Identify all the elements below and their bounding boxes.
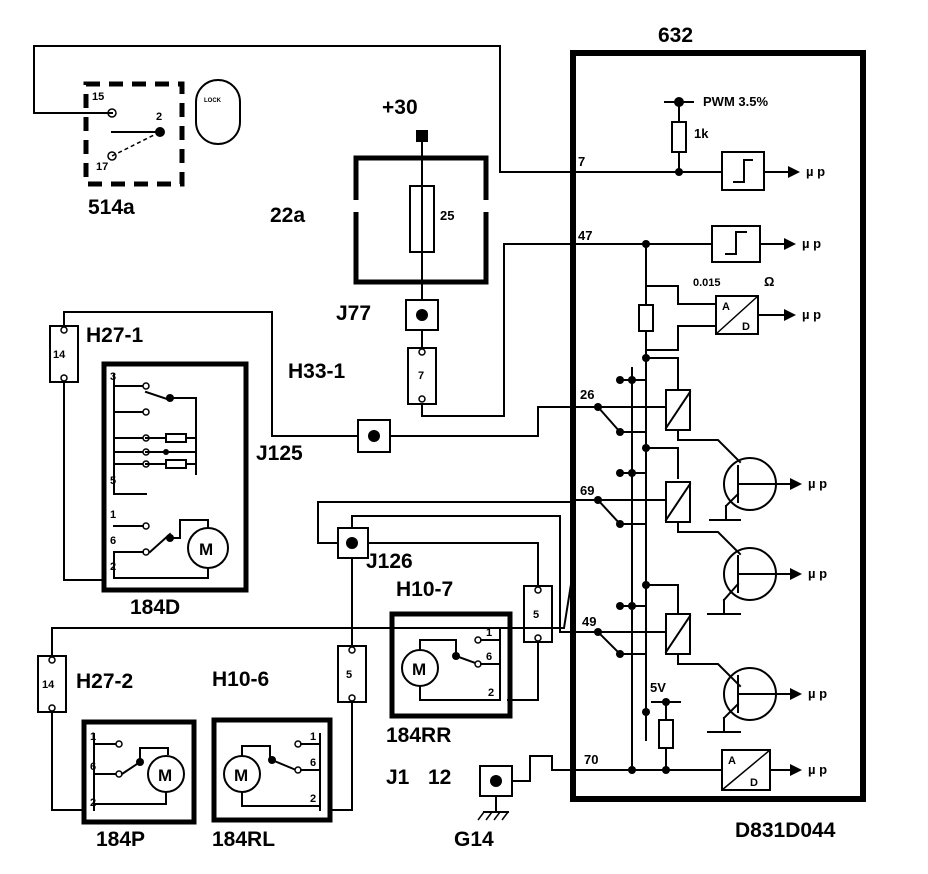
lock-icon (195, 79, 241, 145)
shunt-resistor (638, 304, 654, 332)
184d-motor-label: M (199, 540, 213, 559)
j1-label: J1 (386, 766, 410, 789)
ignition-switch-514a: 514a 15 2 17 LOCK (33, 45, 574, 219)
184rl-pin-6: 6 (310, 757, 316, 769)
mu-p-label-5: µ p (808, 566, 827, 581)
j125-label: J125 (256, 442, 303, 465)
arrow-icon (784, 309, 796, 321)
fuse-22a-label: 22a (270, 204, 305, 227)
switch-514a-box (83, 81, 185, 187)
h27-2-pin: 14 (42, 679, 55, 691)
door-unit-184rl: 184RL M 1 6 2 (211, 717, 333, 851)
184rl-outline (211, 717, 333, 823)
184p-motor-label: M (158, 766, 172, 785)
h27-1-pin: 14 (53, 349, 66, 361)
fuse-rating: 25 (440, 208, 454, 223)
pwm-label: PWM 3.5% (703, 94, 768, 109)
v5-label: 5V (650, 680, 666, 695)
pin-17: 17 (96, 161, 108, 173)
module-pin-70: 70 (584, 752, 598, 767)
j77-label: J77 (336, 302, 371, 325)
mu-p-label-1: µ p (806, 164, 825, 179)
g14-label: G14 (454, 828, 494, 851)
module-632-label: 632 (658, 24, 693, 47)
shunt-value: 0.015 (693, 277, 721, 289)
184p-outline (81, 719, 197, 825)
door-unit-184p: 184P 1 6 2 M (81, 719, 197, 851)
document-code: D831D044 (735, 819, 836, 842)
door-unit-184d: 184D 3 5 1 6 2 (101, 361, 249, 619)
module-632-outline (570, 50, 866, 802)
connector-j126: J126 (317, 501, 574, 647)
h10-7-label: H10-7 (396, 578, 453, 601)
184rr-outline (389, 611, 513, 719)
connector-h10-6: H10-6 5 (212, 645, 367, 811)
h27-2-label: H27-2 (76, 670, 133, 693)
module-pin-47: 47 (578, 228, 592, 243)
ad1-d: D (742, 321, 750, 333)
184rr-pin-2: 2 (488, 687, 494, 699)
h10-7-pin: 5 (533, 609, 539, 621)
184d-pin-1: 1 (110, 509, 116, 521)
184p-label: 184P (96, 828, 145, 851)
arrow-icon (788, 166, 800, 178)
connector-h27-2: 14 H27-2 (37, 576, 574, 811)
module-pin-7: 7 (578, 154, 585, 169)
h10-6-label: H10-6 (212, 668, 269, 691)
mu-p-label-2: µ p (802, 236, 821, 251)
mu-p-label-7: µ p (808, 762, 827, 777)
184rr-pin-1: 1 (486, 627, 492, 639)
h27-1-label: H27-1 (86, 324, 144, 347)
184rr-pin-6: 6 (486, 651, 492, 663)
184rl-pin-1: 1 (310, 731, 316, 743)
fuse-22a: +30 22a 25 J77 H33-1 7 (270, 96, 574, 417)
module-pin-49: 49 (582, 614, 596, 629)
mu-p-label-6: µ p (808, 686, 827, 701)
resistor-1k (671, 121, 687, 153)
module-pin-26: 26 (580, 387, 594, 402)
ohm-label: Ω (764, 274, 774, 289)
ad2-a: A (728, 755, 736, 767)
module-pin-69: 69 (580, 483, 594, 498)
j1-pin-12: 12 (428, 766, 451, 789)
arrow-icon (784, 238, 796, 250)
switch-514a-label: 514a (88, 196, 135, 219)
resistor-1k-label: 1k (694, 126, 709, 141)
connector-h10-7: H10-7 5 (396, 578, 553, 701)
184d-pin-6: 6 (110, 535, 116, 547)
h10-6-pin: 5 (346, 669, 352, 681)
mu-p-label-4: µ p (808, 476, 827, 491)
module-632: 632 D831D044 PWM 3.5% 1k 7 µ p 47 µ p 0.… (570, 24, 866, 842)
184d-label: 184D (130, 596, 180, 619)
connector-j125: J125 (63, 311, 574, 465)
lock-label: LOCK (204, 98, 222, 104)
pin-15: 15 (92, 91, 104, 103)
h33-label: H33-1 (288, 360, 346, 383)
ad1-a: A (722, 301, 730, 313)
ground-g14: J1 12 G14 (386, 755, 574, 851)
184rr-label: 184RR (386, 724, 451, 747)
plus-30-label: +30 (382, 96, 418, 119)
pin-2: 2 (156, 111, 162, 123)
184rl-motor-label: M (234, 766, 248, 785)
ad2-d: D (750, 777, 758, 789)
mu-p-label-3: µ p (802, 307, 821, 322)
184rl-pin-2: 2 (310, 793, 316, 805)
pullup-resistor-5v (658, 719, 674, 749)
door-unit-184rr: 184RR M 1 6 2 (386, 611, 513, 747)
184rr-motor-label: M (412, 660, 426, 679)
h33-pin-7: 7 (418, 370, 424, 382)
184d-outline (101, 361, 249, 593)
184rl-label: 184RL (212, 828, 275, 851)
j126-label: J126 (366, 550, 413, 573)
connector-h27-1: 14 H27-1 (49, 324, 144, 581)
